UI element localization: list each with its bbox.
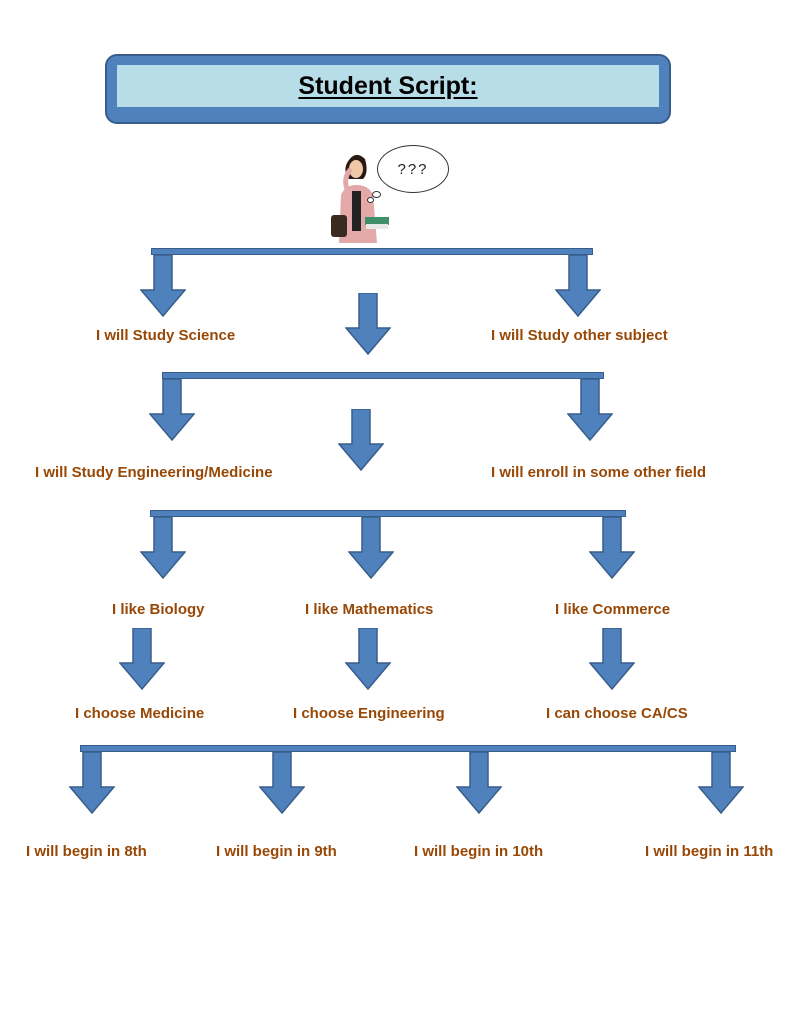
- node-like-mathematics: I like Mathematics: [305, 601, 434, 618]
- arrow-down-icon: [338, 409, 384, 471]
- title-banner: Student Script:: [105, 54, 671, 124]
- connector-bar-4: [80, 745, 736, 752]
- title-banner-inner: Student Script:: [117, 65, 659, 107]
- arrow-down-icon: [69, 752, 115, 814]
- arrow-down-icon: [140, 255, 186, 317]
- page-title: Student Script:: [298, 71, 478, 100]
- node-like-commerce: I like Commerce: [555, 601, 671, 618]
- node-enroll-other-field: I will enroll in some other field: [491, 464, 707, 481]
- node-choose-ca-cs: I can choose CA/CS: [546, 705, 688, 722]
- thought-dot: [367, 197, 374, 203]
- arrow-down-icon: [119, 628, 165, 690]
- arrow-down-icon: [567, 379, 613, 441]
- arrow-down-icon: [140, 517, 186, 579]
- connector-bar-3: [150, 510, 626, 517]
- node-choose-medicine: I choose Medicine: [75, 705, 205, 722]
- arrow-down-icon: [456, 752, 502, 814]
- node-begin-8th: I will begin in 8th: [26, 843, 147, 860]
- student-illustration: ???: [325, 143, 455, 243]
- arrow-down-icon: [348, 517, 394, 579]
- node-choose-engineering: I choose Engineering: [293, 705, 445, 722]
- arrow-down-icon: [345, 628, 391, 690]
- node-study-other-subject: I will Study other subject: [491, 327, 668, 344]
- connector-bar-2: [162, 372, 604, 379]
- node-begin-10th: I will begin in 10th: [414, 843, 544, 860]
- arrow-down-icon: [555, 255, 601, 317]
- node-like-biology: I like Biology: [112, 601, 205, 618]
- thought-bubble: ???: [377, 145, 449, 193]
- arrow-down-icon: [345, 293, 391, 355]
- connector-bar-1: [151, 248, 593, 255]
- arrow-down-icon: [149, 379, 195, 441]
- node-begin-9th: I will begin in 9th: [216, 843, 337, 860]
- node-begin-11th: I will begin in 11th: [645, 843, 774, 860]
- node-study-engineering-medicine: I will Study Engineering/Medicine: [35, 464, 273, 481]
- arrow-down-icon: [589, 517, 635, 579]
- arrow-down-icon: [698, 752, 744, 814]
- node-study-science: I will Study Science: [96, 327, 236, 344]
- arrow-down-icon: [589, 628, 635, 690]
- arrow-down-icon: [259, 752, 305, 814]
- thought-dot: [372, 191, 381, 198]
